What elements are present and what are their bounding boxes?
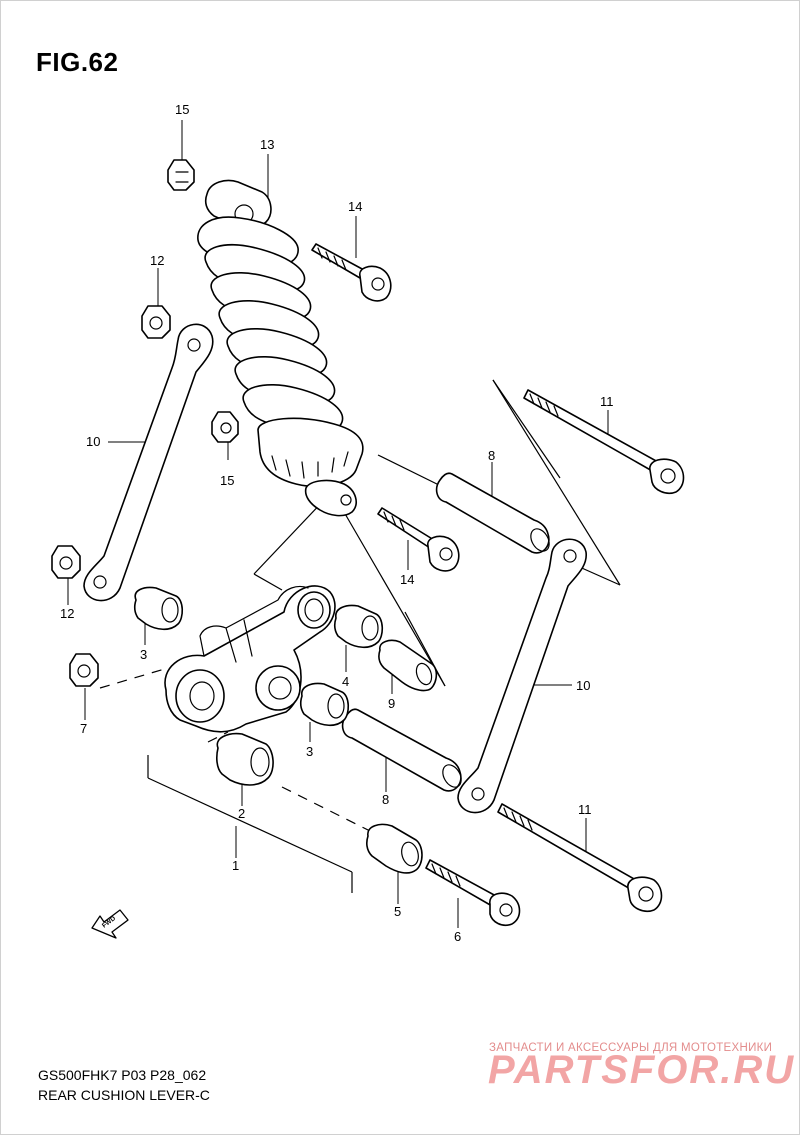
callout-6: 6 <box>454 929 461 944</box>
callout-5: 5 <box>394 904 401 919</box>
forward-arrow-icon: FWD <box>91 909 129 939</box>
cushion-rod-10-left <box>83 323 214 602</box>
bushing-3-top <box>133 586 184 631</box>
bolt-14-lower <box>377 507 460 572</box>
callout-15: 15 <box>175 102 189 117</box>
callout-7: 7 <box>80 721 87 736</box>
callout-14-lower: 14 <box>400 572 414 587</box>
cushion-rod-10-right <box>457 538 587 814</box>
collar-5 <box>366 823 423 874</box>
callout-10: 10 <box>86 434 100 449</box>
callout-4: 4 <box>342 674 349 689</box>
spacer-8-bottom <box>341 708 462 792</box>
rear-shock-absorber-13 <box>197 179 364 517</box>
figure-title: FIG.62 <box>36 47 119 77</box>
nut-15-middle <box>211 411 239 443</box>
callout-numbers: 15 13 14 12 11 10 15 8 14 12 3 4 9 10 7 … <box>60 102 614 944</box>
callout-12: 12 <box>150 253 164 268</box>
callout-3: 3 <box>140 647 147 662</box>
bolt-11-top <box>523 389 685 495</box>
nut-12-lower <box>51 545 81 579</box>
callout-9: 9 <box>388 696 395 711</box>
watermark-tagline: ЗАПЧАСТИ И АКСЕССУАРЫ ДЛЯ МОТОТЕХНИКИ <box>489 1042 773 1054</box>
bolt-14-top <box>311 243 392 302</box>
callout-8: 8 <box>488 448 495 463</box>
leader-lines <box>67 120 609 928</box>
watermark-logo: PARTSFOR.RU <box>488 1048 796 1092</box>
cushion-lever-body <box>164 585 336 733</box>
nut-15-top <box>167 159 195 191</box>
collar-9 <box>378 639 438 692</box>
callout-11-lower: 11 <box>578 802 592 817</box>
callout-12-lower: 12 <box>60 606 74 621</box>
callout-2: 2 <box>238 806 245 821</box>
callout-11: 11 <box>600 394 614 409</box>
bushing-3-bottom <box>299 682 350 727</box>
bushing-2 <box>216 732 274 786</box>
assembly-guide-lines <box>99 379 621 893</box>
callout-3-lower: 3 <box>306 744 313 759</box>
bushing-4 <box>333 604 384 649</box>
callout-13: 13 <box>260 137 274 152</box>
nut-7 <box>69 653 99 687</box>
diagram-code: GS500FHK7 P03 P28_062 <box>38 1067 207 1083</box>
nut-12-top <box>141 305 171 339</box>
callout-10-right: 10 <box>576 678 590 693</box>
bolt-6 <box>425 859 521 927</box>
diagram-caption: REAR CUSHION LEVER-C <box>38 1087 210 1103</box>
callout-1: 1 <box>232 858 239 873</box>
callout-8-lower: 8 <box>382 792 389 807</box>
callout-14: 14 <box>348 199 362 214</box>
spacer-8-top <box>435 472 550 554</box>
bolt-11-bottom <box>497 803 663 913</box>
callout-15-lower: 15 <box>220 473 234 488</box>
